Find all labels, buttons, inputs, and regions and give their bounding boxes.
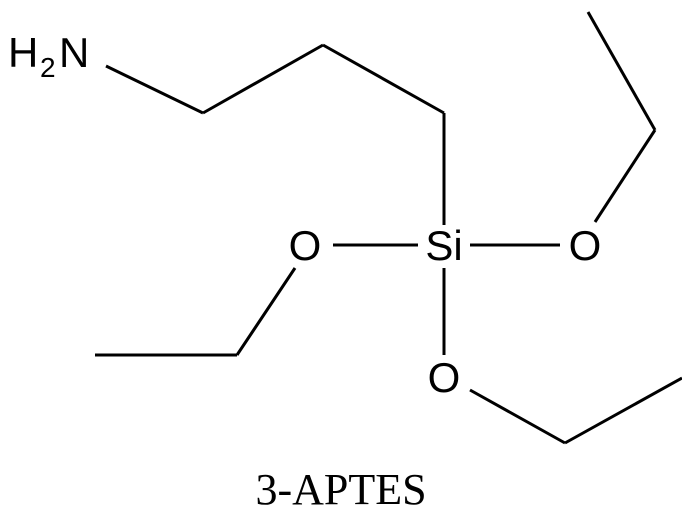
oxygen-bottom-label: O bbox=[428, 354, 461, 401]
bond-o-right-ch2 bbox=[593, 129, 657, 223]
bond-c1-c2 bbox=[202, 43, 324, 115]
amine-subscript-label: 2 bbox=[40, 52, 56, 83]
bond-n-c1 bbox=[105, 64, 204, 115]
compound-name-caption: 3-APTES bbox=[255, 465, 427, 514]
amine-n-label: N bbox=[59, 29, 89, 76]
bond-c2-c3 bbox=[322, 43, 445, 115]
bond-right-ch2-ch3 bbox=[586, 11, 657, 131]
silicon-label: Si bbox=[425, 222, 462, 269]
bond-o-left-ch2 bbox=[235, 267, 297, 356]
oxygen-left-label: O bbox=[289, 222, 322, 269]
amine-h-label: H bbox=[8, 29, 38, 76]
oxygen-right-label: O bbox=[569, 222, 602, 269]
bond-bottom-ch2-ch3 bbox=[564, 376, 682, 445]
bond-o-bottom-ch2 bbox=[469, 388, 566, 445]
